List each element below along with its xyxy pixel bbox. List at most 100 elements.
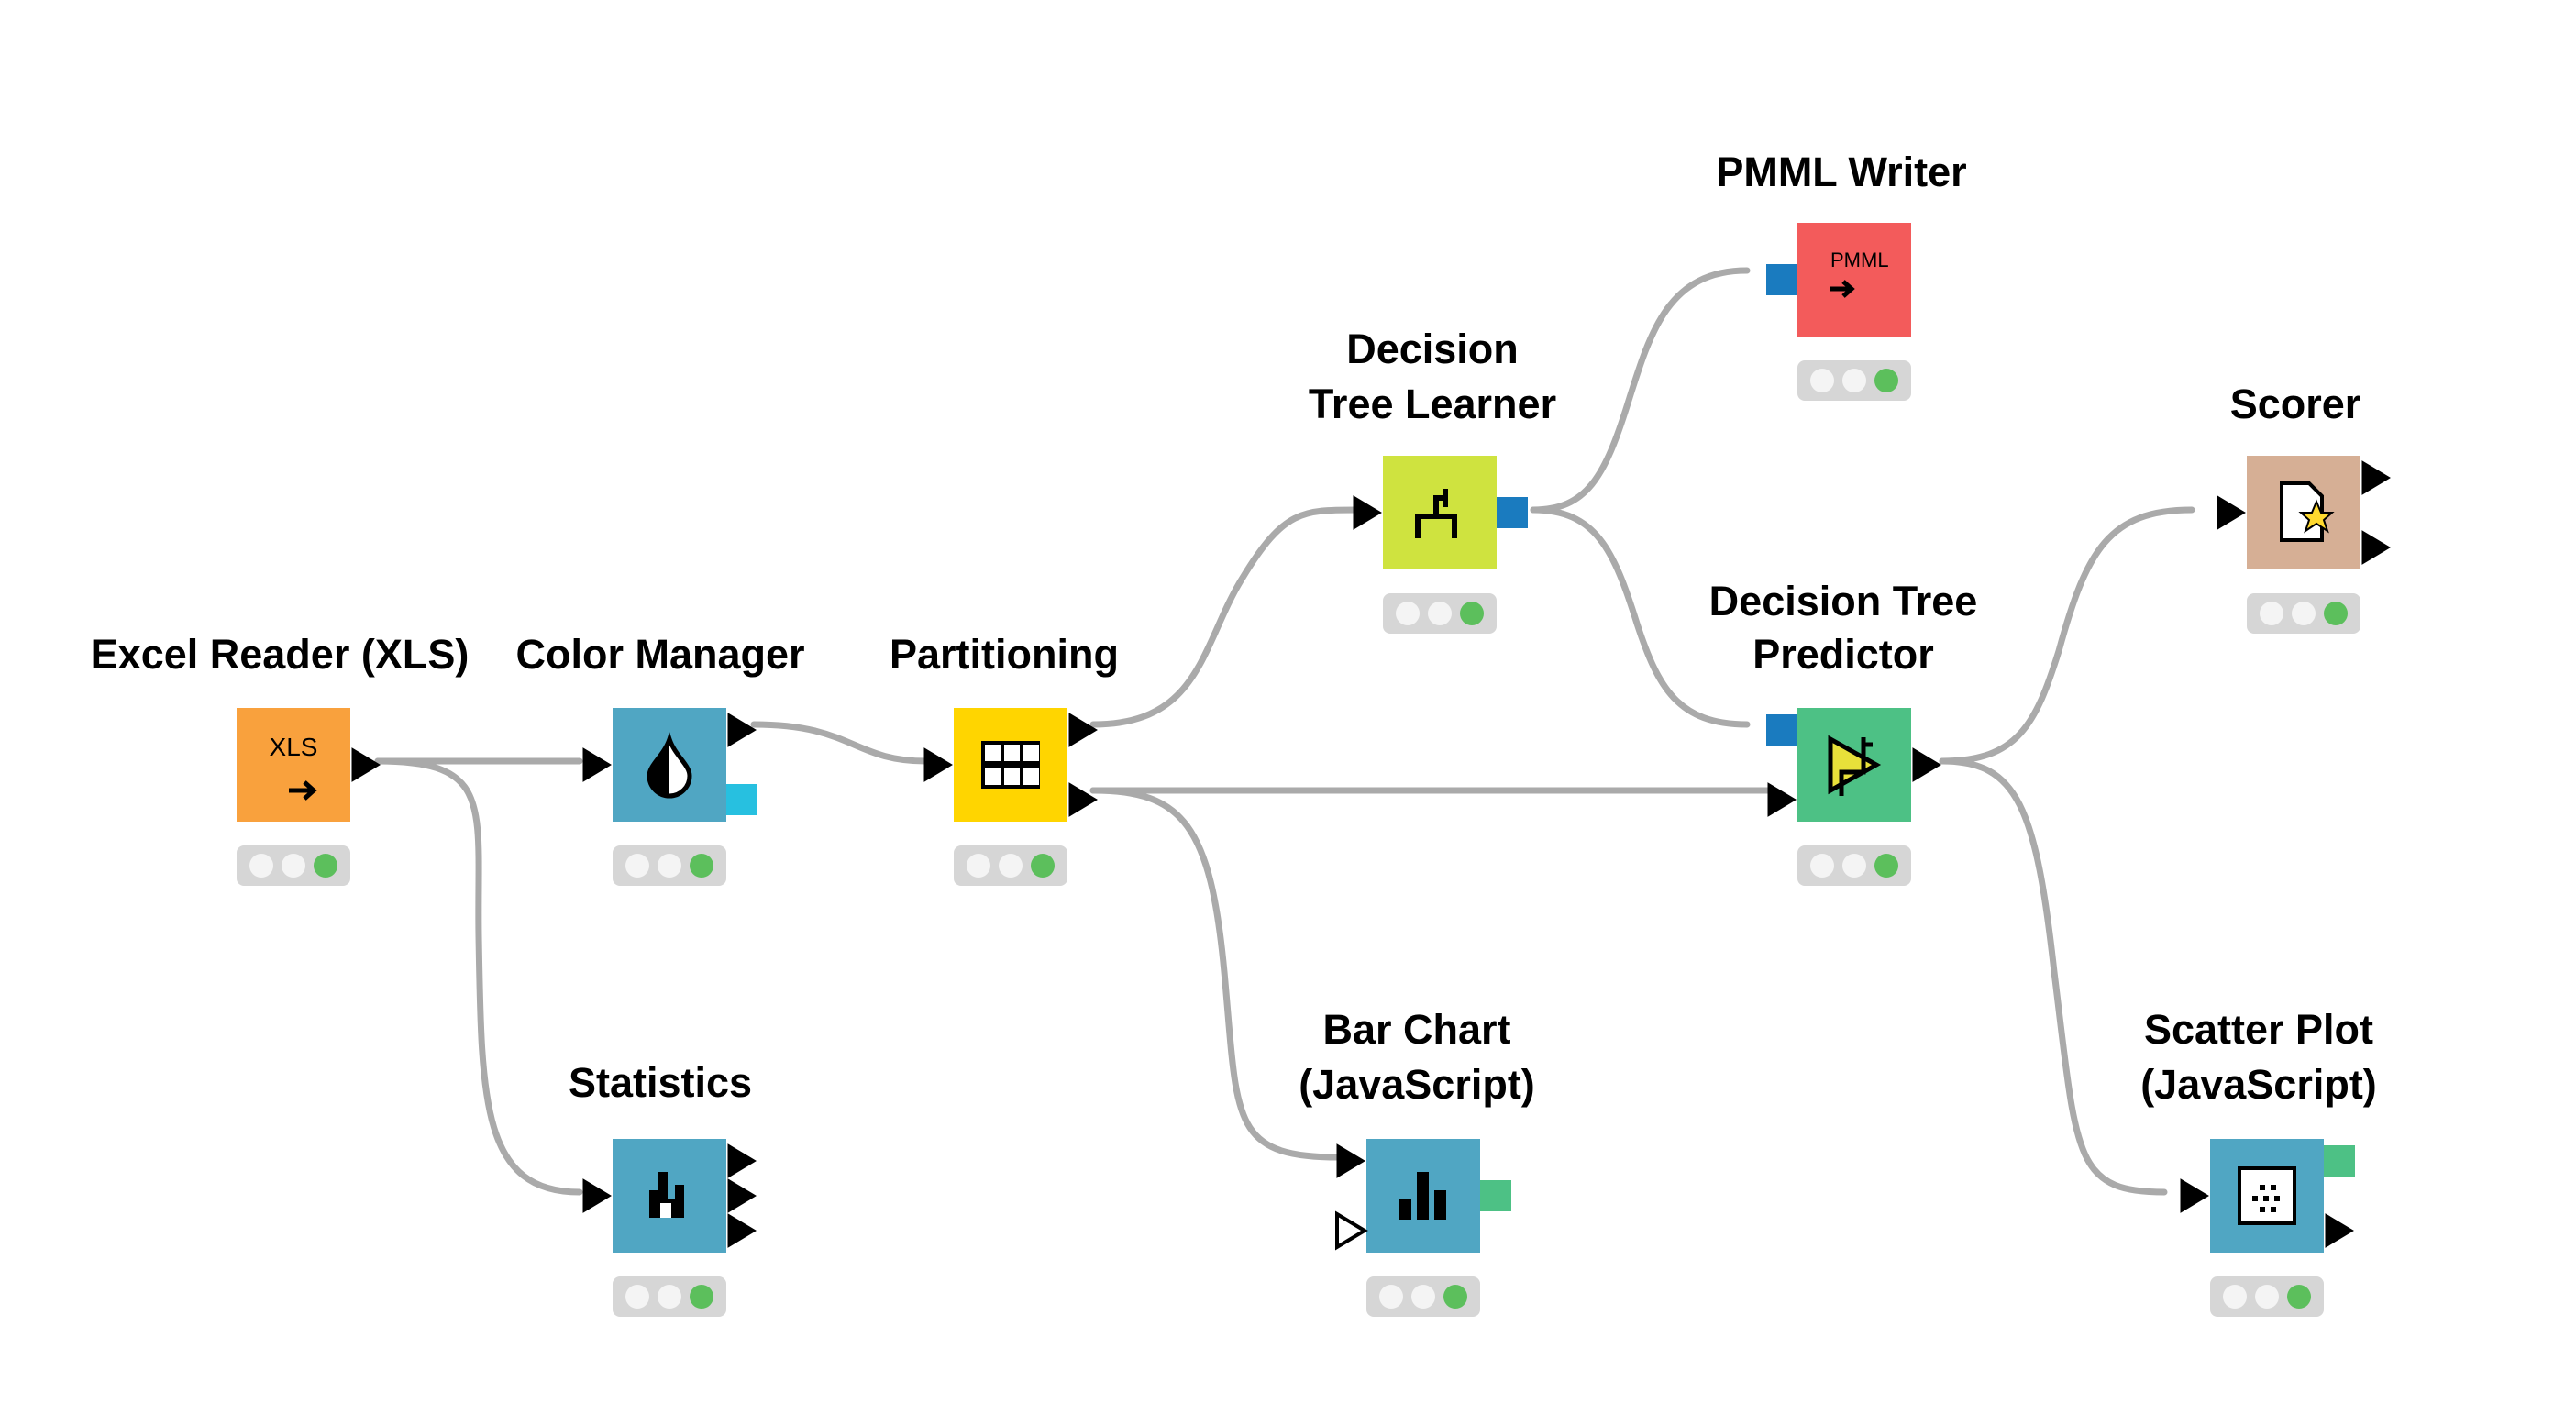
tree-learner-icon [1415, 489, 1457, 538]
status-light-green [1874, 369, 1898, 392]
output-port-dtl-1[interactable] [1497, 497, 1528, 528]
input-port-pmml-1[interactable] [1766, 264, 1797, 295]
node-part[interactable]: Partitioning [890, 631, 1119, 886]
input-port-bar-2[interactable] [1335, 1210, 1368, 1251]
scatter-plot-icon [2238, 1166, 2296, 1225]
input-port-dtp-1[interactable] [1766, 714, 1797, 746]
connection-partitioning-to-learner[interactable] [1089, 506, 1361, 728]
node-label-part: Partitioning [890, 631, 1119, 678]
status-light-off [1842, 369, 1866, 392]
output-port-scorer-1[interactable] [2361, 460, 2391, 495]
output-port-part-2[interactable] [1068, 782, 1098, 817]
output-port-stats-2[interactable] [727, 1178, 757, 1213]
status-light-green [1460, 602, 1484, 625]
node-status-stats [613, 1276, 726, 1317]
output-port-bar-1[interactable] [1480, 1180, 1511, 1211]
xls-icon-text: XLS [270, 733, 318, 761]
node-stats[interactable]: Statistics [569, 1059, 757, 1317]
status-light-off [625, 1285, 649, 1309]
node-label-dtl-line-2: Tree Learner [1309, 381, 1556, 427]
status-light-off [658, 854, 681, 878]
input-port-dtl-1[interactable] [1353, 495, 1382, 530]
statistics-icon [649, 1172, 684, 1218]
node-status-scorer [2247, 593, 2360, 634]
node-status-excel [237, 845, 350, 886]
output-port-scorer-2[interactable] [2361, 530, 2391, 565]
input-port-scorer-1[interactable] [2217, 495, 2246, 530]
partition-table-icon [981, 741, 1040, 789]
output-port-excel-1[interactable] [351, 747, 381, 782]
output-port-scatter-2[interactable] [2325, 1213, 2354, 1248]
status-light-green [1874, 854, 1898, 878]
input-port-scatter-1[interactable] [2180, 1178, 2209, 1213]
node-scatter[interactable]: Scatter Plot(JavaScript) [2140, 1006, 2377, 1317]
node-status-dtl [1383, 593, 1497, 634]
node-label-dtp-line-1: Decision Tree [1709, 578, 1978, 624]
output-port-part-1[interactable] [1068, 713, 1098, 747]
status-light-off [658, 1285, 681, 1309]
node-body-pmml[interactable] [1797, 223, 1911, 337]
nodes-layer: Excel Reader (XLS) XLS Color ManagerStatis… [91, 149, 2391, 1317]
status-light-off [1379, 1285, 1403, 1309]
input-port-part-1[interactable] [923, 747, 953, 782]
tree-predictor-icon [1828, 735, 1882, 796]
node-body-excel[interactable] [237, 708, 350, 822]
connection-excel-to-statistics[interactable] [374, 757, 583, 1196]
output-port-dtp-1[interactable] [1912, 747, 1941, 782]
output-port-color-2[interactable] [726, 784, 757, 815]
bar-chart-icon [1399, 1172, 1446, 1220]
status-light-green [2324, 602, 2348, 625]
connection-color-to-partitioning[interactable] [750, 721, 930, 765]
node-label-color: Color Manager [515, 631, 804, 678]
node-body-dtl[interactable] [1383, 456, 1497, 569]
connection-predictor-to-scorer[interactable] [1939, 506, 2195, 765]
node-color[interactable]: Color Manager [515, 631, 805, 886]
connection-predictor-to-scatter-plot[interactable] [1939, 757, 2168, 1196]
status-light-off [1411, 1285, 1435, 1309]
output-port-stats-1[interactable] [727, 1143, 757, 1178]
node-body-stats[interactable] [613, 1139, 726, 1253]
status-light-green [1443, 1285, 1467, 1309]
connection-learner-to-pmml[interactable] [1530, 267, 1751, 514]
node-label-bar-line-1: Bar Chart [1322, 1006, 1510, 1053]
status-light-green [2287, 1285, 2311, 1309]
node-status-part [954, 845, 1067, 886]
node-label-dtp-line-2: Predictor [1752, 631, 1934, 678]
input-port-dtp-2[interactable] [1767, 782, 1797, 817]
node-excel[interactable]: Excel Reader (XLS) XLS [91, 631, 470, 886]
node-bar[interactable]: Bar Chart (JavaScript) [1299, 1006, 1535, 1317]
input-port-stats-1[interactable] [582, 1178, 612, 1213]
connection-partitioning-to-bar-chart[interactable] [1089, 787, 1343, 1161]
node-status-dtp [1797, 845, 1911, 886]
output-port-stats-3[interactable] [727, 1213, 757, 1248]
node-label-dtl-line-1: Decision [1346, 326, 1519, 372]
xls-reader-icon: XLS [270, 733, 318, 801]
input-port-color-1[interactable] [582, 747, 612, 782]
input-port-bar-1[interactable] [1336, 1143, 1365, 1178]
pmml-writer-icon: PMML [1830, 249, 1889, 298]
connections-layer [374, 267, 2195, 1196]
status-light-off [967, 854, 990, 878]
scorer-icon [2280, 481, 2335, 542]
node-status-pmml [1797, 360, 1911, 401]
status-light-off [2292, 602, 2316, 625]
status-light-green [690, 1285, 713, 1309]
node-status-scatter [2210, 1276, 2324, 1317]
output-port-scatter-1[interactable] [2324, 1145, 2355, 1177]
status-light-off [1810, 369, 1834, 392]
status-light-off [2223, 1285, 2247, 1309]
connection-learner-to-predictor[interactable] [1530, 506, 1751, 728]
node-label-scorer: Scorer [2230, 381, 2361, 427]
status-light-off [1428, 602, 1452, 625]
node-label-pmml: PMML Writer [1716, 149, 1966, 195]
node-label-excel: Excel Reader (XLS) [91, 631, 470, 678]
node-label-bar-line-2: (JavaScript) [1299, 1061, 1535, 1108]
status-light-off [625, 854, 649, 878]
output-port-color-1[interactable] [727, 713, 757, 747]
node-scorer[interactable]: Scorer [2217, 381, 2391, 634]
node-label-stats: Statistics [569, 1059, 752, 1106]
